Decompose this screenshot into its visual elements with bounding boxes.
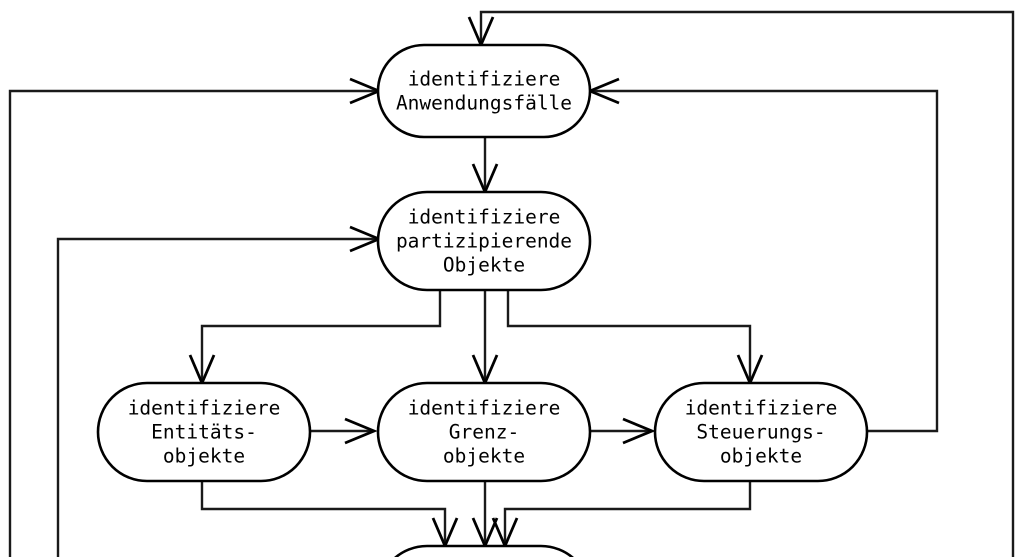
edge-partizipierende-to-entitaets bbox=[188, 290, 442, 387]
node-steuerungsobjekte-line2: Steuerungs- bbox=[696, 421, 825, 444]
node-anwendungsfaelle-line1: identifiziere bbox=[408, 68, 561, 91]
edge-layer bbox=[8, 10, 1015, 557]
node-partizipierende-objekte-line2: partizipierende bbox=[396, 230, 572, 253]
node-grenzobjekte[interactable]: identifiziere Grenz- objekte bbox=[376, 381, 592, 483]
node-partizipierende-objekte-line1: identifiziere bbox=[408, 206, 561, 229]
node-layer: identifiziere Anwendungsfälle identifizi… bbox=[96, 43, 869, 557]
node-grenzobjekte-shape bbox=[376, 381, 592, 483]
node-partizipierende-objekte[interactable]: identifiziere partizipierende Objekte bbox=[376, 190, 592, 292]
node-bottom-cropped-shape bbox=[394, 544, 574, 557]
edge-grenz-to-steuerungs bbox=[586, 417, 656, 445]
edge-steuerungs-to-bottom bbox=[491, 481, 752, 550]
node-entitaetsobjekte-line2: Entitäts- bbox=[151, 421, 257, 444]
node-bottom-cropped[interactable] bbox=[378, 544, 590, 557]
node-entitaetsobjekte-shape bbox=[96, 381, 312, 483]
edge-grenz-to-bottom bbox=[471, 481, 499, 550]
node-entitaetsobjekte-line1: identifiziere bbox=[128, 397, 281, 420]
node-steuerungsobjekte-shape bbox=[653, 381, 869, 483]
edge-entitaets-to-grenz bbox=[305, 417, 378, 445]
edge-left-return-into-anwendungsfaelle bbox=[8, 77, 383, 557]
node-steuerungsobjekte-line3: objekte bbox=[720, 445, 802, 468]
node-steuerungsobjekte[interactable]: identifiziere Steuerungs- objekte bbox=[653, 381, 869, 483]
node-anwendungsfaelle-line2: Anwendungsfälle bbox=[396, 92, 572, 115]
node-entitaetsobjekte-line3: objekte bbox=[163, 445, 245, 468]
edge-anwendungsfaelle-to-partizipierende bbox=[471, 137, 499, 196]
node-partizipierende-objekte-line3: Objekte bbox=[443, 254, 525, 277]
node-anwendungsfaelle[interactable]: identifiziere Anwendungsfälle bbox=[376, 43, 592, 139]
node-grenzobjekte-line2: Grenz- bbox=[449, 421, 519, 444]
edge-entitaets-to-bottom bbox=[200, 481, 459, 550]
edge-steuerungs-back-to-anwendungsfaelle bbox=[586, 77, 939, 433]
node-partizipierende-objekte-shape bbox=[376, 190, 592, 292]
node-grenzobjekte-line3: objekte bbox=[443, 445, 525, 468]
node-grenzobjekte-line1: identifiziere bbox=[408, 397, 561, 420]
edge-partizipierende-to-steuerungs bbox=[506, 290, 764, 387]
node-anwendungsfaelle-shape bbox=[376, 43, 592, 139]
edge-partizipierende-to-grenz bbox=[471, 290, 499, 387]
node-entitaetsobjekte[interactable]: identifiziere Entitäts- objekte bbox=[96, 381, 312, 483]
node-steuerungsobjekte-line1: identifiziere bbox=[685, 397, 838, 420]
